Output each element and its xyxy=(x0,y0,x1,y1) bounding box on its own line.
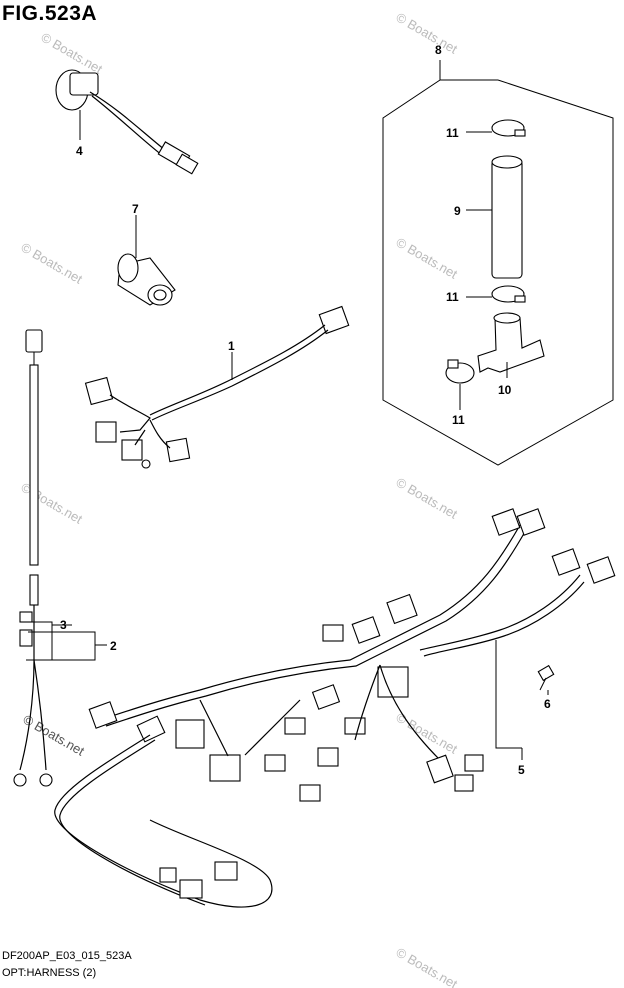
callout-1: 1 xyxy=(228,339,235,353)
part-6-bolt xyxy=(537,664,555,691)
watermark: © Boats.net xyxy=(19,480,86,527)
part-8-kit-frame xyxy=(382,60,614,466)
callout-labels: 1 2 3 4 5 6 7 8 9 10 11 11 11 xyxy=(60,43,551,777)
watermark: © Boats.net xyxy=(394,10,461,57)
part-9-tube xyxy=(491,155,523,279)
callout-11-bottom: 11 xyxy=(452,413,465,427)
watermark: © Boats.net xyxy=(19,240,86,287)
part-7-grommet xyxy=(117,253,176,306)
callout-6: 6 xyxy=(544,697,551,711)
part-11-clamps xyxy=(445,119,526,384)
diagram-code: DF200AP_E03_015_523A xyxy=(2,950,132,962)
part-2-wire xyxy=(13,329,53,787)
callout-9: 9 xyxy=(454,204,461,218)
callout-3: 3 xyxy=(60,618,67,632)
diagram-name: OPT:HARNESS (2) xyxy=(2,967,97,979)
part-4-sensor xyxy=(55,69,199,175)
callout-5: 5 xyxy=(518,763,525,777)
callout-7: 7 xyxy=(132,202,139,216)
leader-lines xyxy=(26,110,549,760)
callout-10: 10 xyxy=(498,383,512,397)
callout-11-middle: 11 xyxy=(446,290,459,304)
part-1-harness xyxy=(84,305,350,469)
callout-8: 8 xyxy=(435,43,442,57)
watermark: © Boats.net xyxy=(394,475,461,522)
watermark: © Boats.net xyxy=(394,235,461,282)
callout-11-top: 11 xyxy=(446,126,459,140)
watermark: © Boats.net xyxy=(394,945,461,988)
callout-4: 4 xyxy=(76,144,83,158)
callout-2: 2 xyxy=(110,639,117,653)
part-10-fitting xyxy=(477,312,545,373)
figure-title: FIG.523A xyxy=(2,2,98,25)
part-5-main-harness xyxy=(54,508,616,908)
watermarks: © Boats.net © Boats.net © Boats.net © Bo… xyxy=(19,10,461,988)
